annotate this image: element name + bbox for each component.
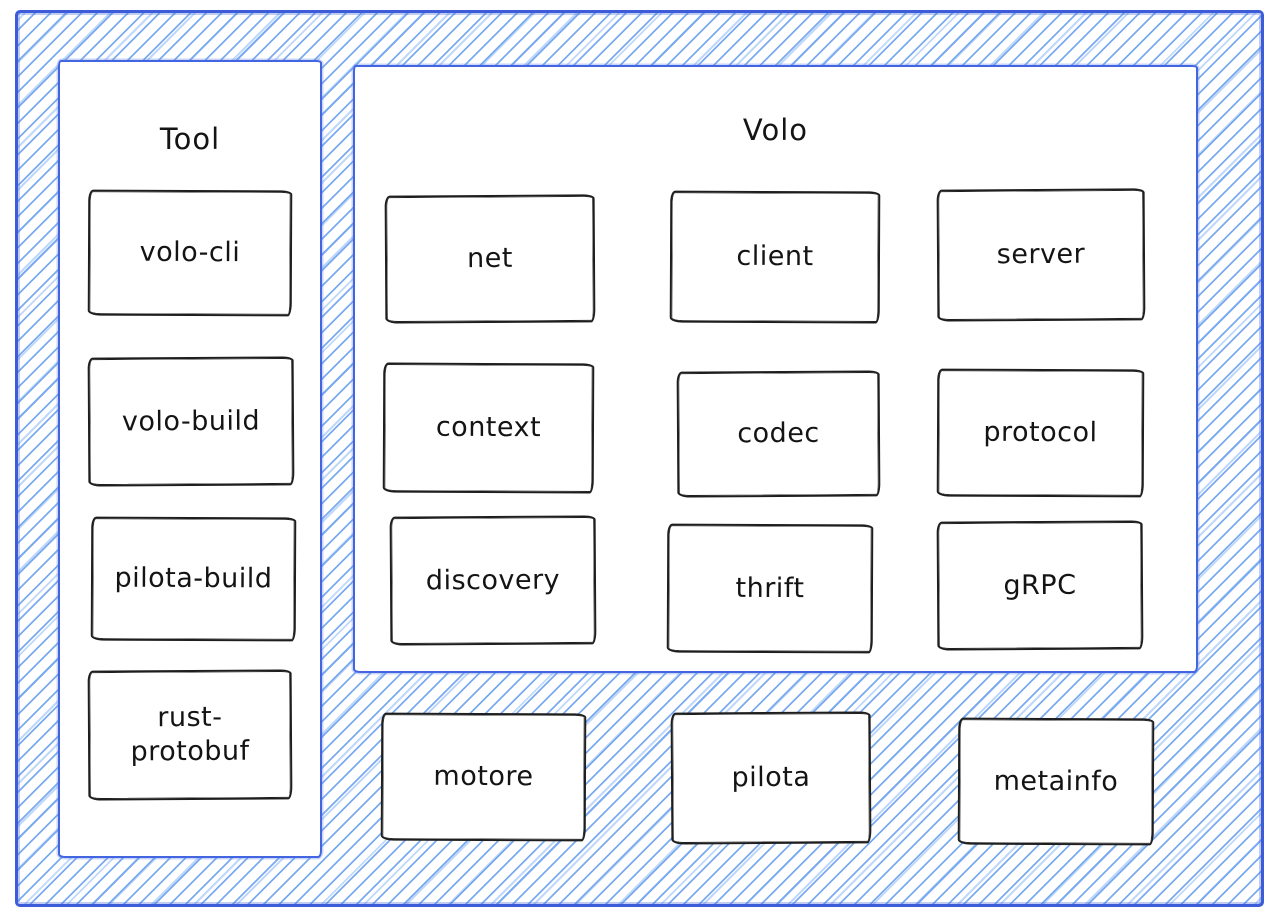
node-pilota: pilota — [670, 711, 872, 845]
node-label: protocol — [983, 416, 1098, 449]
node-rust-protobuf: rust-protobuf — [87, 669, 293, 801]
node-label: discovery — [425, 564, 561, 597]
node-label: server — [996, 238, 1086, 271]
tool-section: Tool volo-cli volo-build pilota-build ru… — [58, 60, 322, 858]
node-label: motore — [433, 760, 534, 793]
node-thrift: thrift — [666, 523, 874, 654]
node-label: client — [736, 240, 814, 273]
node-volo-cli: volo-cli — [87, 189, 293, 317]
node-label: net — [466, 242, 513, 275]
node-label: pilota-build — [114, 562, 273, 595]
node-codec: codec — [676, 370, 881, 498]
node-label: pilota — [731, 761, 811, 794]
tool-section-title: Tool — [159, 122, 221, 156]
node-pilota-build: pilota-build — [90, 516, 297, 642]
node-grpc: gRPC — [936, 520, 1144, 651]
node-label: volo-build — [121, 405, 261, 438]
node-server: server — [936, 188, 1146, 322]
node-client: client — [669, 190, 881, 324]
volo-section: Volo net client server context codec pro… — [353, 65, 1198, 673]
node-label: metainfo — [993, 765, 1119, 797]
node-label: thrift — [735, 572, 805, 604]
node-label: gRPC — [1003, 569, 1077, 601]
node-net: net — [384, 194, 596, 324]
node-protocol: protocol — [936, 368, 1145, 498]
node-metainfo: metainfo — [957, 717, 1155, 846]
volo-section-title: Volo — [742, 113, 809, 147]
node-discovery: discovery — [389, 515, 597, 646]
outer-hatched-frame: Tool volo-cli volo-build pilota-build ru… — [15, 10, 1264, 907]
node-label: rust-protobuf — [130, 702, 250, 768]
node-volo-build: volo-build — [87, 356, 295, 487]
node-context: context — [382, 362, 595, 494]
node-label: context — [435, 411, 542, 444]
node-motore: motore — [380, 712, 587, 842]
node-label: volo-cli — [139, 236, 241, 269]
node-label: codec — [737, 417, 820, 450]
